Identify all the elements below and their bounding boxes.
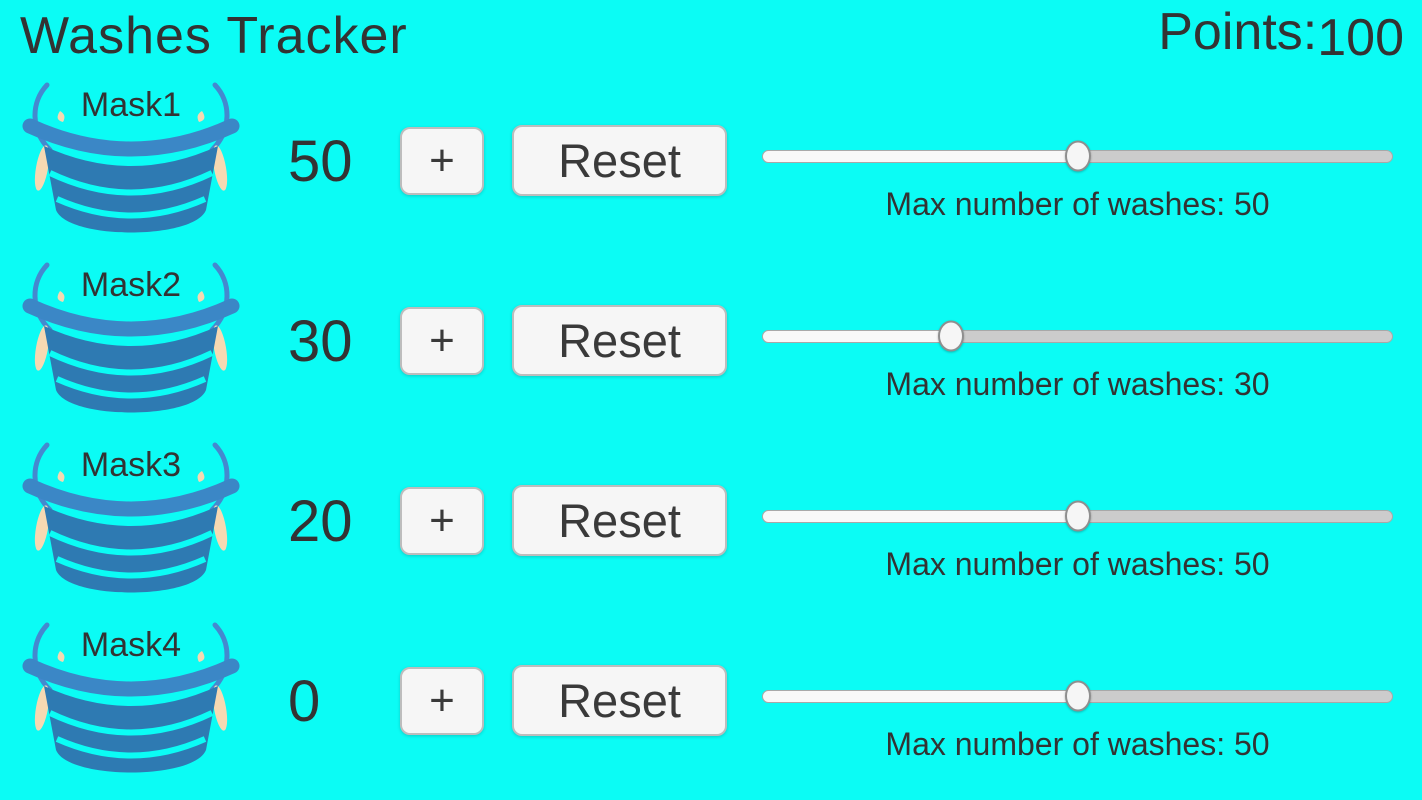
max-washes-label: Max number of washes: 50: [762, 726, 1393, 763]
wash-count-value: 0: [288, 669, 321, 734]
page-title: Washes Tracker: [20, 7, 408, 65]
max-washes-label: Max number of washes: 50: [762, 186, 1393, 223]
increment-wash-button[interactable]: +: [400, 667, 484, 735]
reset-button[interactable]: Reset: [512, 125, 727, 196]
max-washes-value: 50: [1234, 186, 1270, 222]
slider-thumb[interactable]: [1064, 500, 1091, 532]
increment-wash-button[interactable]: +: [400, 487, 484, 555]
points-value: 100: [1317, 9, 1404, 67]
increment-wash-button[interactable]: +: [400, 127, 484, 195]
points-display: Points:100: [1158, 2, 1404, 67]
reset-button[interactable]: Reset: [512, 485, 727, 556]
reset-button[interactable]: Reset: [512, 305, 727, 376]
max-washes-slider[interactable]: [762, 496, 1393, 536]
max-washes-value: 50: [1234, 726, 1270, 762]
wash-count-value: 20: [288, 489, 353, 554]
max-washes-label: Max number of washes: 50: [762, 546, 1393, 583]
max-washes-slider[interactable]: [762, 676, 1393, 716]
mask-row: Mask2 30 + Reset Max number of washes: 3…: [0, 258, 1422, 438]
wash-count-value: 50: [288, 129, 353, 194]
slider-fill: [762, 690, 1078, 703]
slider-fill: [762, 330, 952, 343]
slider-thumb[interactable]: [1064, 680, 1091, 712]
mask-row: Mask4 0 + Reset Max number of washes: 50: [0, 618, 1422, 798]
slider-fill: [762, 510, 1078, 523]
points-label: Points:: [1158, 3, 1318, 61]
reset-button[interactable]: Reset: [512, 665, 727, 736]
increment-wash-button[interactable]: +: [400, 307, 484, 375]
max-washes-value: 30: [1234, 366, 1270, 402]
mask-name-label: Mask1: [80, 86, 182, 124]
max-washes-prefix: Max number of washes:: [885, 546, 1234, 582]
mask-row: Mask3 20 + Reset Max number of washes: 5…: [0, 438, 1422, 618]
slider-fill: [762, 150, 1078, 163]
max-washes-value: 50: [1234, 546, 1270, 582]
mask-row: Mask1 50 + Reset Max number of washes: 5…: [0, 78, 1422, 258]
max-washes-slider[interactable]: [762, 136, 1393, 176]
max-washes-prefix: Max number of washes:: [885, 186, 1234, 222]
max-washes-slider[interactable]: [762, 316, 1393, 356]
mask-name-label: Mask4: [80, 626, 182, 664]
max-washes-label: Max number of washes: 30: [762, 366, 1393, 403]
mask-name-label: Mask2: [80, 266, 182, 304]
max-washes-prefix: Max number of washes:: [885, 366, 1234, 402]
slider-thumb[interactable]: [1064, 140, 1091, 172]
wash-count-value: 30: [288, 309, 353, 374]
slider-thumb[interactable]: [938, 320, 965, 352]
max-washes-prefix: Max number of washes:: [885, 726, 1234, 762]
mask-name-label: Mask3: [80, 446, 182, 484]
